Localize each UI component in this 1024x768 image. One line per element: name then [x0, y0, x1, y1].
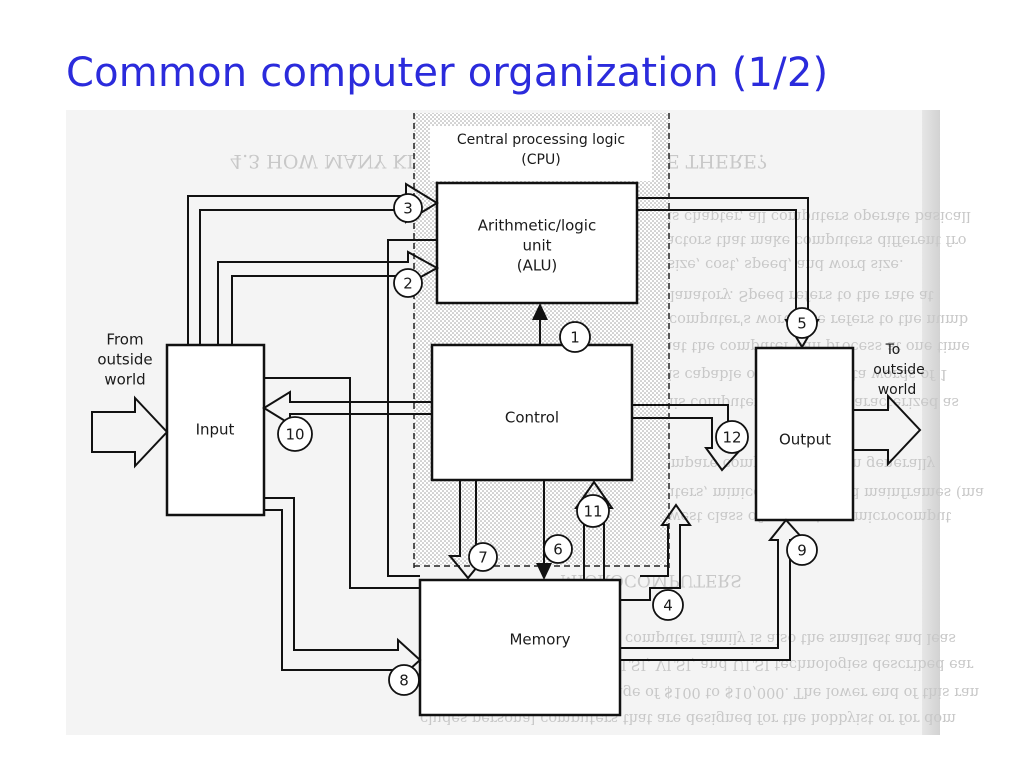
- connection-label-5: 5: [797, 315, 807, 333]
- alu-memory-line: [387, 239, 437, 577]
- connection-circle-4: [652, 589, 684, 621]
- connection-label-2: 2: [403, 275, 413, 293]
- connection-label-4: 4: [663, 597, 673, 615]
- connection-label-9: 9: [797, 542, 807, 560]
- connection-circle-5: [786, 307, 818, 339]
- connection-circle-8: [388, 664, 420, 696]
- memory-label: Memory: [509, 631, 570, 649]
- arrow-5: [637, 197, 820, 349]
- arrow-9: [620, 518, 807, 661]
- connection-circle-3: [393, 193, 423, 223]
- arrow-12: [632, 404, 745, 472]
- input-memory-line: [264, 377, 420, 589]
- output-box: [754, 346, 855, 522]
- arrow-8: [264, 497, 422, 683]
- from-outside-label-line-3: world: [104, 371, 145, 389]
- from-outside-label-line-1: From: [106, 331, 143, 349]
- connection-label-11: 11: [583, 503, 602, 521]
- output-label: Output: [779, 431, 831, 449]
- alu-label-line-1: Arithmetic/logic: [478, 217, 596, 235]
- connection-circle-10: [277, 416, 313, 452]
- alu-label-line-3: (ALU): [517, 257, 558, 275]
- arrow-6-head: [536, 563, 552, 580]
- control-box: [430, 343, 634, 482]
- to-outside-label-line-2: outside: [873, 362, 925, 378]
- memory-box: [418, 578, 622, 717]
- connection-label-10: 10: [285, 426, 304, 444]
- cpu-label-background: [430, 126, 652, 181]
- connection-label-1: 1: [570, 329, 580, 347]
- connection-circle-12: [715, 420, 749, 454]
- connection-circle-7: [468, 542, 498, 572]
- connection-label-3: 3: [403, 200, 413, 218]
- connection-circle-11: [576, 494, 610, 528]
- connection-circle-1: [559, 321, 591, 353]
- cpu-label-line-3: (CPU): [521, 152, 560, 168]
- arrow-2: [217, 250, 440, 345]
- connection-circle-6: [543, 534, 573, 564]
- arrow-1-head: [532, 303, 548, 320]
- connection-label-7: 7: [478, 549, 488, 567]
- connection-circle-9: [786, 534, 818, 566]
- connection-label-6: 6: [553, 541, 563, 559]
- to-outside-label-line-3: world: [878, 382, 917, 398]
- connection-label-8: 8: [399, 672, 409, 690]
- arrow-3: [187, 182, 439, 345]
- cpu-label-line-1: Central processing logic: [457, 132, 625, 148]
- input-label: Input: [196, 421, 235, 439]
- scan-page-edge: [922, 110, 940, 735]
- control-label: Control: [505, 409, 559, 427]
- to-outside-arrow: [853, 393, 922, 467]
- from-outside-label-line-2: outside: [97, 351, 152, 369]
- connection-label-12: 12: [722, 429, 741, 447]
- alu-box: [435, 181, 639, 305]
- input-box: [165, 343, 266, 517]
- arrow-10: [262, 390, 432, 426]
- connection-circle-2: [393, 268, 423, 298]
- slide-title: Common computer organization (1/2): [66, 50, 829, 96]
- to-outside-label-line-1: To: [885, 342, 901, 358]
- arrow-4: [620, 503, 692, 601]
- alu-label-line-2: unit: [522, 237, 551, 255]
- from-outside-arrow: [91, 395, 169, 469]
